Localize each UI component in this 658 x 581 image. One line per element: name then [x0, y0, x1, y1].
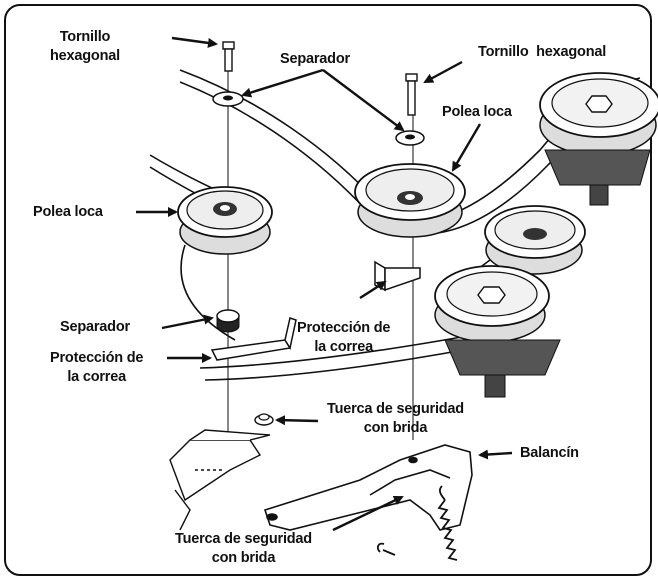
deck-bracket — [169, 429, 271, 531]
spacer-left — [216, 309, 240, 333]
hex-bolt-right — [405, 73, 418, 116]
label-polea-loca-right: Polea loca — [442, 104, 512, 120]
idler-arm — [263, 444, 473, 531]
label-separador-left: Separador — [60, 319, 130, 335]
spindle-pulley-top-right — [539, 72, 658, 206]
tension-spring — [377, 485, 458, 561]
label-balancin: Balancín — [520, 445, 579, 461]
alignment-lines — [227, 70, 414, 450]
label-tuerca-seguridad-right: Tuerca de seguridad con brida — [327, 401, 464, 436]
label-tornillo-hexagonal-right: Tornillo hexagonal — [478, 44, 607, 60]
spacer-top-left — [212, 91, 244, 107]
idler-pulley-center — [354, 163, 466, 238]
label-tuerca-seguridad-bottom: Tuerca de seguridad con brida — [175, 531, 312, 566]
callout-arrows — [136, 36, 513, 532]
idler-pulley-right-middle — [484, 205, 586, 275]
label-tornillo-hexagonal-left: Tornillo hexagonal — [50, 29, 120, 64]
belt-guard-left — [210, 317, 297, 361]
spindle-pulley-bottom-right — [434, 265, 561, 398]
idler-pulley-left — [177, 186, 273, 255]
label-separador-top: Separador — [280, 51, 350, 67]
label-polea-loca-left: Polea loca — [33, 204, 103, 220]
spacer-top-right — [395, 130, 425, 146]
hex-bolt-left — [222, 41, 235, 72]
label-proteccion-left: Protección de la correa — [50, 350, 144, 385]
flange-nut-right — [254, 413, 274, 426]
label-proteccion-center: Protección de la correa — [297, 320, 391, 355]
